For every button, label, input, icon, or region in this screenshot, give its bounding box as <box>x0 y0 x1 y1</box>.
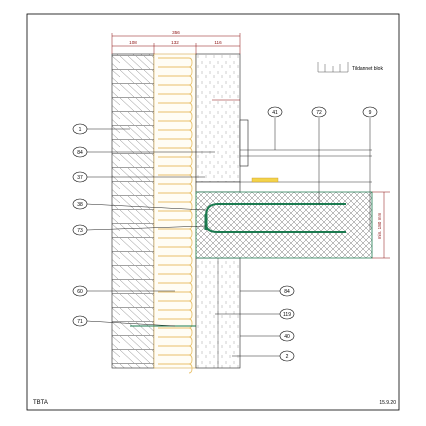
callout-60: 60 <box>72 285 88 297</box>
vertical-dimension: min. 180 mm <box>372 191 390 259</box>
callout-37: 37 <box>72 171 88 183</box>
callout-84-right: 84 <box>279 285 295 297</box>
bearing-pad <box>195 181 241 193</box>
callout-9: 9 <box>362 106 378 118</box>
inner-wall-upper <box>195 53 241 183</box>
svg-text:37: 37 <box>77 175 83 181</box>
floor-slab <box>195 191 373 259</box>
top-dimensions: 356 108 132 116 <box>111 30 241 54</box>
svg-text:40: 40 <box>284 334 290 340</box>
svg-text:1: 1 <box>79 127 82 133</box>
drawing-frame <box>26 13 400 411</box>
dim-vertical: min. 180 mm <box>377 213 382 240</box>
svg-text:119: 119 <box>283 312 291 318</box>
callout-84-left: 84 <box>72 146 88 158</box>
callout-72: 72 <box>311 106 327 118</box>
sill-support <box>251 177 279 183</box>
svg-text:41: 41 <box>272 110 278 116</box>
callout-40: 40 <box>279 330 295 342</box>
dim-segment-1: 108 <box>129 40 137 45</box>
callout-71: 71 <box>72 315 88 327</box>
leader-lines <box>86 118 371 357</box>
window-frame <box>239 119 249 167</box>
insulation-layer <box>153 53 197 374</box>
svg-text:9: 9 <box>369 110 372 116</box>
callout-119: 119 <box>279 308 295 320</box>
dim-segment-2: 132 <box>171 40 179 45</box>
svg-text:72: 72 <box>316 110 322 116</box>
callout-41: 41 <box>267 106 283 118</box>
footer-right: 15.9.20 <box>379 400 396 406</box>
svg-text:73: 73 <box>77 228 83 234</box>
callout-38: 38 <box>72 198 88 210</box>
svg-text:71: 71 <box>77 319 83 325</box>
dim-segment-3: 116 <box>214 40 222 45</box>
svg-text:84: 84 <box>284 289 290 295</box>
outer-brick-wall <box>111 53 155 369</box>
callout-1: 1 <box>72 123 88 135</box>
legend-swatch <box>317 62 349 73</box>
legend-label: Tildannet blok <box>352 66 383 72</box>
callout-2: 2 <box>279 350 295 362</box>
legend: Tildannet blok <box>317 62 383 73</box>
svg-text:2: 2 <box>286 354 289 360</box>
svg-text:84: 84 <box>77 150 83 156</box>
svg-text:60: 60 <box>77 289 83 295</box>
footer-left: TBTA <box>33 400 48 406</box>
svg-text:38: 38 <box>77 202 83 208</box>
callout-73: 73 <box>72 224 88 236</box>
dim-total: 356 <box>172 30 180 35</box>
